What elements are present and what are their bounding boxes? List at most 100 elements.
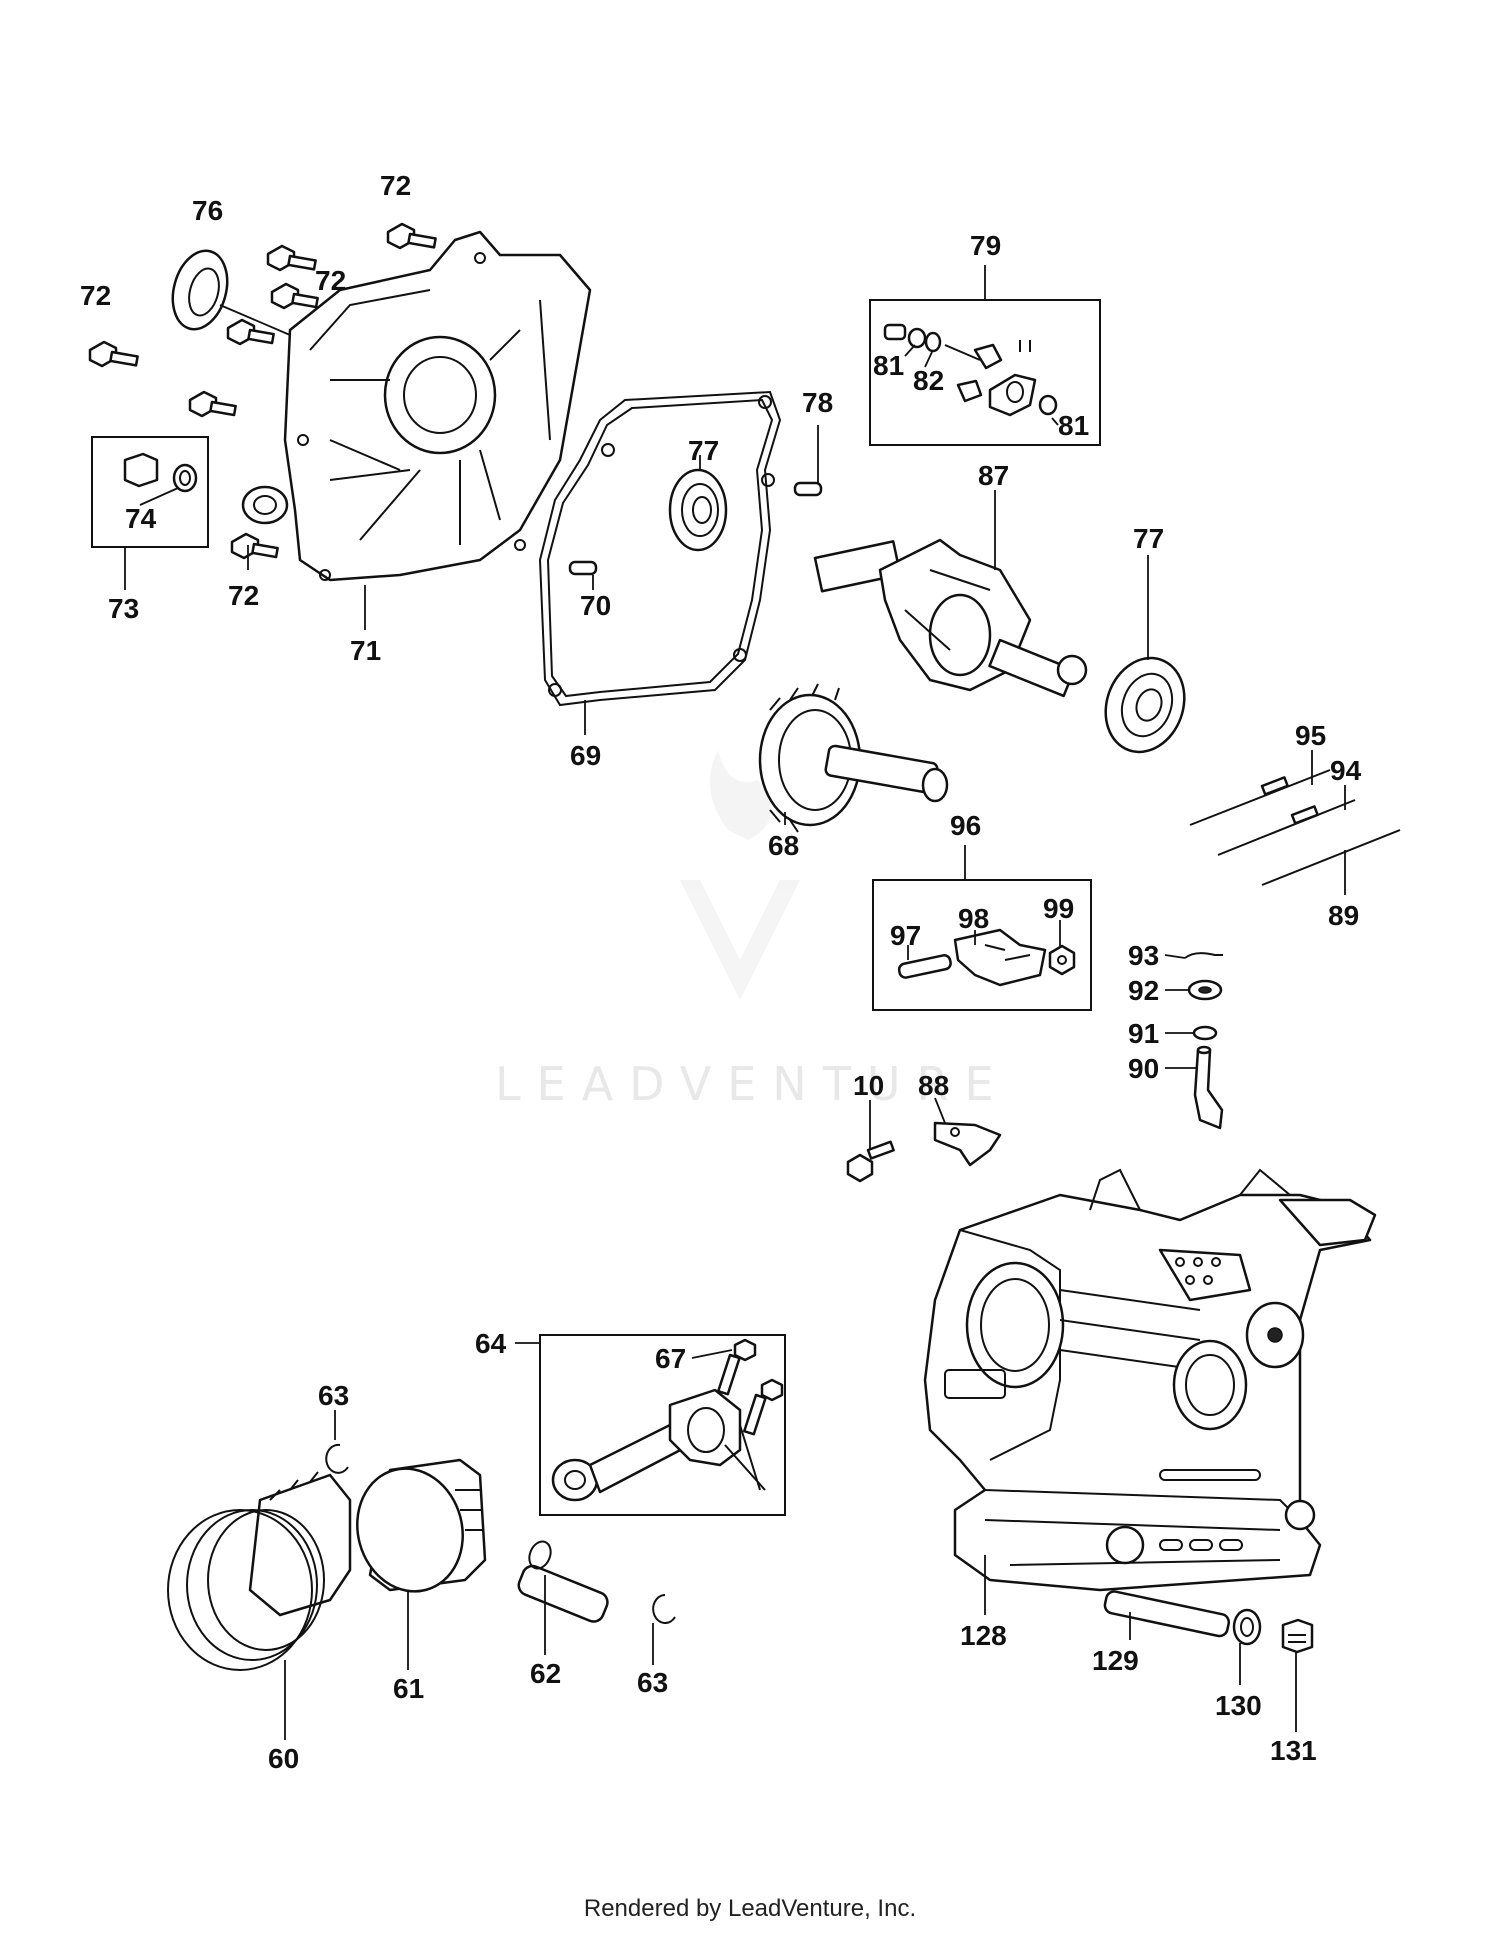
footer-credit: Rendered by LeadVenture, Inc. bbox=[583, 1895, 917, 1922]
part-10-bolt[interactable] bbox=[846, 1140, 895, 1183]
label-88: 88 bbox=[918, 1070, 949, 1101]
watermark-text: LEADVENTURE bbox=[495, 1057, 1010, 1111]
label-68: 68 bbox=[768, 830, 799, 861]
part-78-dowel-pin[interactable] bbox=[793, 481, 823, 497]
part-88-bracket[interactable] bbox=[933, 1121, 1002, 1167]
part-87-crankshaft[interactable] bbox=[813, 538, 1088, 698]
label-90: 90 bbox=[1128, 1053, 1159, 1084]
watermark-logo-icon bbox=[680, 750, 800, 1000]
label-72-b: 72 bbox=[315, 265, 346, 296]
label-81-a: 81 bbox=[873, 350, 904, 381]
part-95-spring[interactable] bbox=[1189, 769, 1331, 826]
label-61: 61 bbox=[393, 1673, 424, 1704]
part-94-spring[interactable] bbox=[1217, 799, 1356, 856]
leader-67 bbox=[691, 1349, 733, 1359]
label-129: 129 bbox=[1092, 1645, 1139, 1676]
leader-93 bbox=[1164, 954, 1186, 959]
label-82: 82 bbox=[913, 365, 944, 396]
part-72-bolt-4[interactable] bbox=[226, 318, 275, 346]
part-72-bolt-1[interactable] bbox=[386, 222, 437, 250]
part-72-bolt-5[interactable] bbox=[88, 340, 139, 368]
label-71: 71 bbox=[350, 635, 381, 666]
leader-74 bbox=[139, 487, 179, 506]
part-91-washer[interactable] bbox=[1192, 1025, 1218, 1041]
label-73: 73 bbox=[108, 593, 139, 624]
part-61-piston[interactable] bbox=[344, 1457, 487, 1604]
part-82-washer[interactable] bbox=[924, 331, 942, 353]
part-128-engine-block[interactable] bbox=[923, 1168, 1377, 1592]
part-130-washer[interactable] bbox=[1232, 1608, 1262, 1646]
label-130: 130 bbox=[1215, 1690, 1262, 1721]
part-77-bearing-1[interactable] bbox=[668, 468, 728, 552]
part-72-bolt-2[interactable] bbox=[266, 244, 317, 272]
part-71-crankcase-cover[interactable] bbox=[283, 230, 592, 582]
part-72-bolt-3[interactable] bbox=[270, 282, 319, 310]
part-77-bearing-2[interactable] bbox=[1093, 647, 1197, 763]
part-67-bolt-1[interactable] bbox=[717, 1338, 757, 1396]
label-91: 91 bbox=[1128, 1018, 1159, 1049]
part-131-plug[interactable] bbox=[1281, 1618, 1314, 1654]
part-62-piston-pin[interactable] bbox=[516, 1538, 611, 1624]
part-79-governor-assembly[interactable] bbox=[944, 340, 1037, 417]
label-89: 89 bbox=[1328, 900, 1359, 931]
label-95: 95 bbox=[1295, 720, 1326, 751]
label-131: 131 bbox=[1270, 1735, 1317, 1766]
part-68-camshaft[interactable] bbox=[758, 683, 949, 833]
label-62: 62 bbox=[530, 1658, 561, 1689]
callout-labels: 76 72 72 72 72 74 73 71 79 81 82 81 78 7… bbox=[80, 170, 1362, 1774]
part-63-clip-1[interactable] bbox=[325, 1443, 349, 1474]
part-72-bolt-7[interactable] bbox=[230, 532, 279, 560]
leader-82 bbox=[924, 351, 933, 368]
part-72-bolt-6[interactable] bbox=[188, 390, 237, 418]
part-129-shaft[interactable] bbox=[1103, 1590, 1231, 1638]
leader-88 bbox=[934, 1097, 946, 1124]
label-92: 92 bbox=[1128, 975, 1159, 1006]
label-70: 70 bbox=[580, 590, 611, 621]
part-97-pin[interactable] bbox=[897, 954, 952, 979]
leader-81a bbox=[904, 344, 916, 357]
part-74-drain-plug-washer[interactable] bbox=[123, 452, 198, 493]
part-63-clip-2[interactable] bbox=[652, 1594, 676, 1624]
part-60-piston-rings[interactable] bbox=[167, 1471, 352, 1671]
part-67-bolt-2[interactable] bbox=[743, 1378, 784, 1436]
label-72-c: 72 bbox=[80, 280, 111, 311]
label-72-a: 72 bbox=[380, 170, 411, 201]
label-64: 64 bbox=[475, 1328, 507, 1359]
part-76-oil-seal[interactable] bbox=[165, 245, 291, 336]
leader-81b bbox=[1051, 417, 1059, 426]
part-92-seal[interactable] bbox=[1187, 979, 1223, 1001]
label-67: 67 bbox=[655, 1343, 686, 1374]
label-60: 60 bbox=[268, 1743, 299, 1774]
label-128: 128 bbox=[960, 1620, 1007, 1651]
label-94: 94 bbox=[1330, 755, 1362, 786]
part-99-nut[interactable] bbox=[1048, 944, 1076, 976]
part-81-washer-1[interactable] bbox=[883, 323, 927, 349]
label-98: 98 bbox=[958, 903, 989, 934]
label-79: 79 bbox=[970, 230, 1001, 261]
label-78: 78 bbox=[802, 387, 833, 418]
kit-64-box bbox=[539, 1334, 786, 1516]
part-81-washer-2[interactable] bbox=[1038, 394, 1058, 416]
label-74: 74 bbox=[125, 503, 157, 534]
kit-96-box bbox=[872, 879, 1092, 1011]
part-64-connecting-rod[interactable] bbox=[551, 1388, 766, 1502]
part-98-lever[interactable] bbox=[953, 928, 1047, 987]
label-77-b: 77 bbox=[1133, 523, 1164, 554]
part-93-cotter-pin[interactable] bbox=[1184, 952, 1223, 959]
label-77-a: 77 bbox=[688, 435, 719, 466]
label-76: 76 bbox=[192, 195, 223, 226]
part-70-dowel-pin[interactable] bbox=[568, 560, 598, 576]
label-93: 93 bbox=[1128, 940, 1159, 971]
part-89-rod[interactable] bbox=[1261, 829, 1401, 886]
label-99: 99 bbox=[1043, 893, 1074, 924]
label-81-b: 81 bbox=[1058, 410, 1089, 441]
label-96: 96 bbox=[950, 810, 981, 841]
label-87: 87 bbox=[978, 460, 1009, 491]
label-10: 10 bbox=[853, 1070, 884, 1101]
part-69-gasket[interactable] bbox=[538, 390, 782, 707]
label-72-d: 72 bbox=[228, 580, 259, 611]
label-63-b: 63 bbox=[637, 1667, 668, 1698]
part-90-governor-shaft[interactable] bbox=[1193, 1045, 1224, 1130]
part-71-oil-boss bbox=[241, 485, 289, 525]
